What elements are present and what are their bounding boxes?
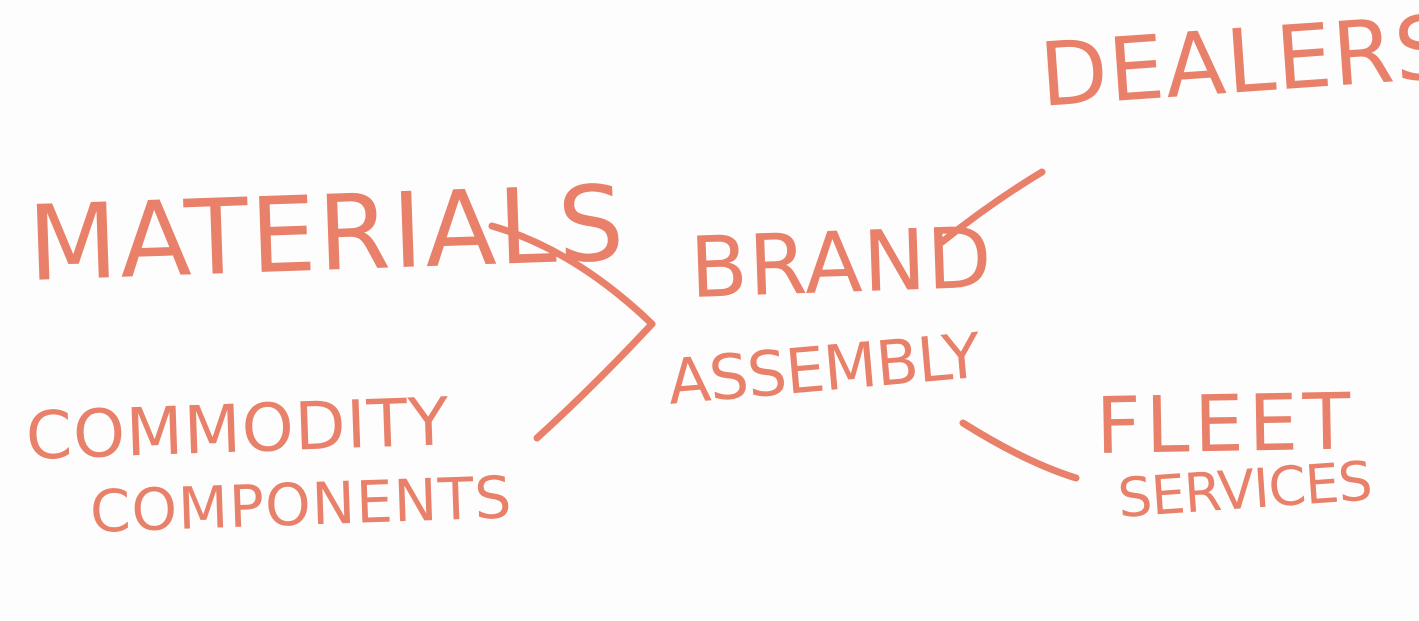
node-dealers: Dealers — [1036, 0, 1419, 127]
node-materials: Materials — [25, 162, 628, 305]
edge-materials-to-brand-assembly — [488, 222, 656, 328]
node-commodity: Commodity — [24, 383, 451, 475]
edge-brand-assembly-to-dealers — [938, 168, 1046, 246]
edge-brand-assembly-to-fleet-services — [959, 419, 1080, 482]
node-brand: Brand — [688, 208, 995, 317]
node-components: Components — [88, 463, 514, 546]
edge-commodity-components-to-brand-assembly — [533, 320, 656, 442]
